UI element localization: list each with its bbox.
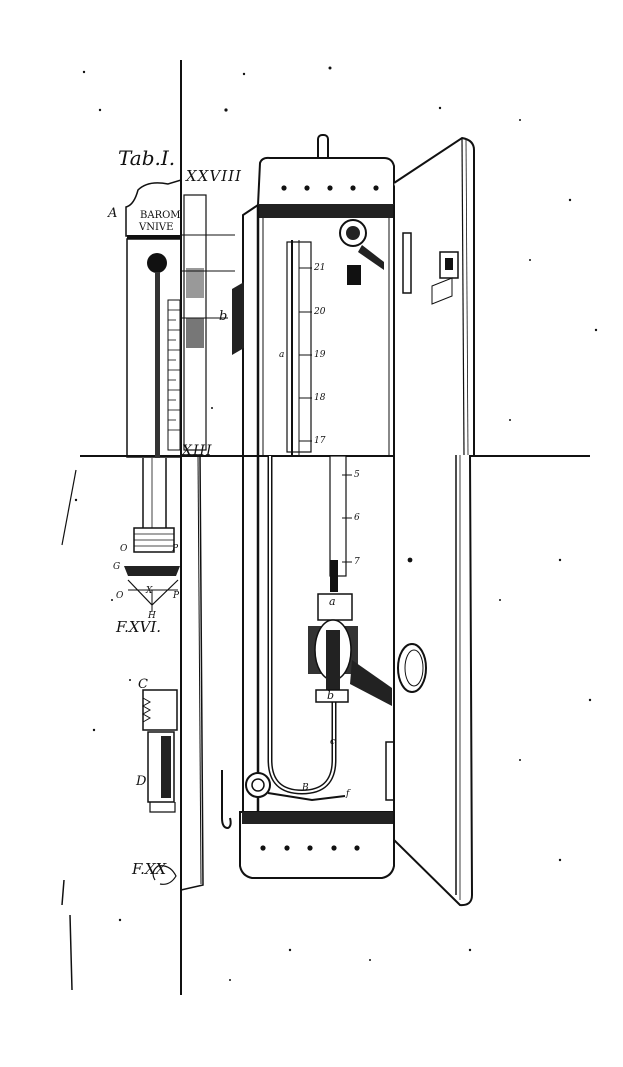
scale-lower-6: 6 (354, 513, 360, 523)
vessel-cd (141, 689, 178, 885)
scale-lower-7: 7 (354, 557, 360, 567)
long-board-strip (180, 454, 204, 891)
letter-O-top: O (120, 544, 128, 554)
letter-a-upper: a (279, 350, 285, 360)
scale-upper-18: 18 (314, 393, 326, 403)
roman-numeral-bottom: XIII (182, 443, 213, 459)
barometer-upper-left (125, 178, 235, 458)
figure-label-16: F.XVI. (116, 618, 162, 636)
letter-O-bottom: O (116, 591, 124, 601)
plate-title: Tab.I. (118, 146, 176, 170)
letter-P-top: P (172, 544, 179, 554)
letter-f: f (346, 789, 350, 799)
figure-label-20: F.XX (132, 860, 167, 878)
paper-specks (74, 66, 598, 981)
letter-A: A (108, 206, 118, 221)
letter-b: b (219, 309, 228, 324)
letter-P-bottom: P (173, 591, 180, 601)
case-door (385, 136, 475, 907)
letter-X: X (146, 586, 153, 596)
letter-B: B (302, 783, 309, 793)
letter-a: a (329, 595, 336, 608)
scale-upper-21: 21 (314, 263, 326, 273)
scale-upper-20: 20 (314, 307, 326, 317)
fitting-fig16 (124, 458, 180, 612)
scale-lower-5: 5 (354, 470, 360, 480)
letter-C: C (138, 677, 148, 692)
letter-H: H (148, 611, 156, 621)
letter-D: D (136, 774, 147, 789)
inscription-line-1: BAROM (140, 210, 181, 221)
letter-G: G (113, 562, 121, 572)
inscription-line-2: VNIVE (139, 222, 174, 233)
scale-upper-19: 19 (314, 350, 326, 360)
letter-b-lower: b (327, 689, 335, 702)
roman-numeral-top: XXVIII (186, 167, 242, 185)
letter-c: c (330, 737, 336, 747)
scale-upper-17: 17 (314, 436, 326, 446)
